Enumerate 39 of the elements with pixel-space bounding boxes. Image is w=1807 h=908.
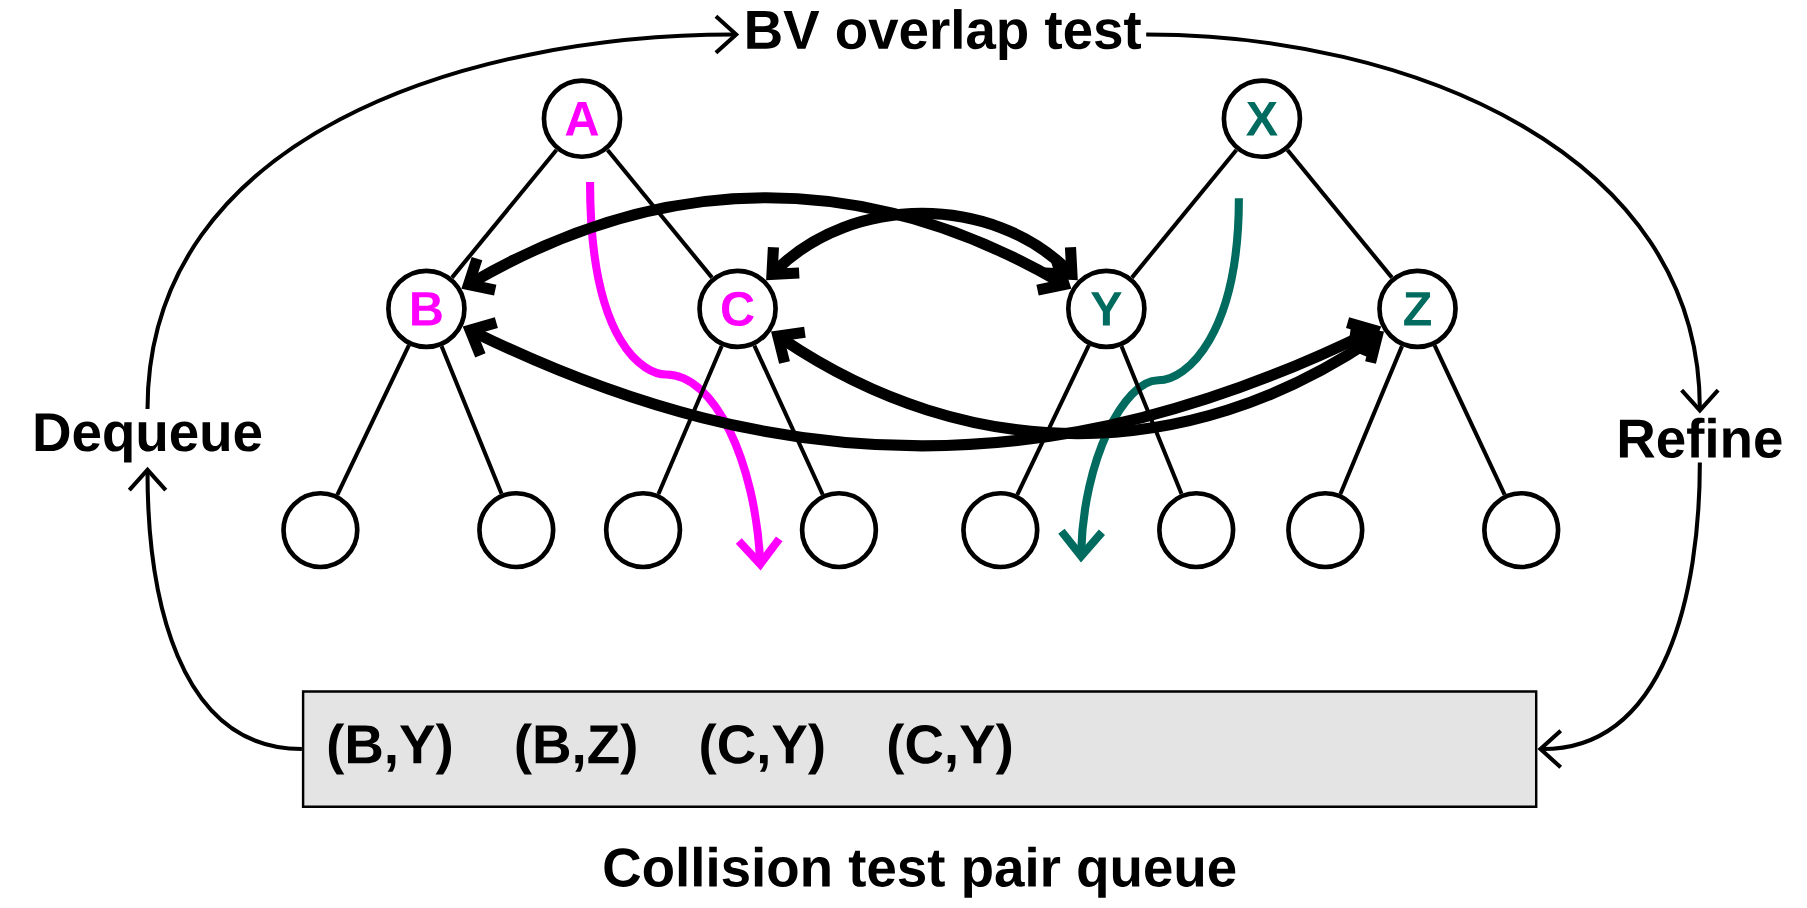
step-label: Refine <box>1619 417 1782 458</box>
arrow <box>771 326 1385 439</box>
leaf-node <box>281 490 360 570</box>
tree-node: Z <box>1377 268 1458 350</box>
leaf-node <box>961 490 1040 570</box>
leaf-node <box>1286 490 1365 570</box>
leaf-node <box>603 490 683 570</box>
connector-line <box>752 344 825 496</box>
arrow <box>462 317 1382 452</box>
arrow <box>145 14 740 410</box>
tree-node: X <box>1221 78 1303 159</box>
tree-node: Y <box>1066 268 1147 350</box>
connector-line <box>656 345 724 495</box>
step-label: BV overlap test <box>747 9 1141 60</box>
arrow <box>766 207 1078 281</box>
node-label: Collision test pair queue <box>604 846 1236 898</box>
tree-node: B <box>386 268 467 350</box>
step-label: Dequeue <box>35 413 262 463</box>
leaf-node <box>1482 490 1561 570</box>
arrow <box>127 466 303 752</box>
connector-line <box>1015 344 1091 496</box>
connector-line <box>1432 344 1507 496</box>
connector-line <box>1119 345 1184 495</box>
arrow <box>461 192 1072 296</box>
arrow <box>1146 32 1720 414</box>
connector-line <box>335 344 411 496</box>
tree-node: C <box>697 268 778 350</box>
connector-line <box>1285 148 1394 279</box>
queue-box: (B,Y) (B,Z) (C,Y) (C,Y) <box>301 690 1538 808</box>
tree-node: A <box>541 78 623 159</box>
connector-line <box>1130 148 1238 279</box>
connector-line <box>605 148 714 279</box>
leaf-node <box>799 490 879 570</box>
connector-line <box>439 345 504 495</box>
arrow <box>1537 462 1702 769</box>
leaf-node <box>477 490 556 570</box>
leaf-node <box>1157 490 1236 570</box>
connector-line <box>450 148 558 279</box>
connector-line <box>1338 345 1404 495</box>
